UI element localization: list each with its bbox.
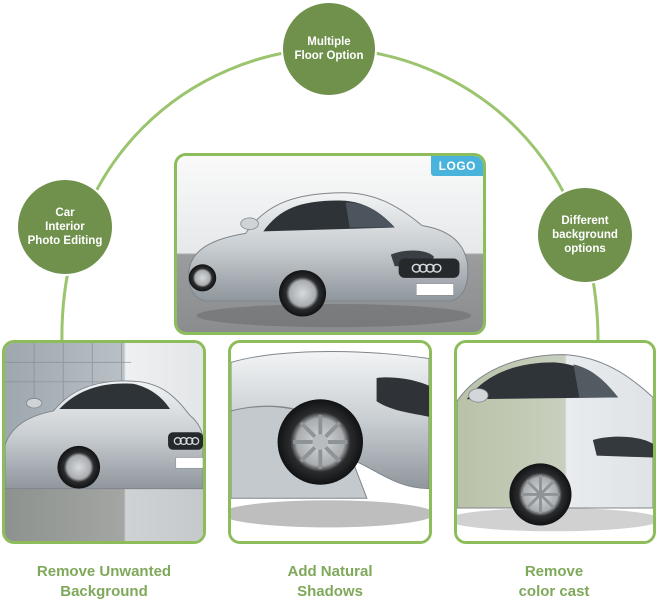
add-shadows-photo	[228, 340, 432, 544]
logo-badge: LOGO	[430, 156, 483, 176]
caption-remove-unwanted-background: Remove Unwanted Background	[36, 563, 172, 600]
main-car-photo: LOGO	[174, 153, 486, 335]
bubble-multiple-floor-option: Multiple Floor Option	[283, 3, 375, 95]
caption-add-natural-shadows: Add Natural Shadows	[287, 563, 373, 600]
bubble-different-background-options: Different background options	[538, 188, 632, 282]
remove-background-photo	[2, 340, 206, 544]
remove-color-cast-photo	[454, 340, 656, 544]
bubble-car-interior-photo-editing: Car Interior Photo Editing	[18, 180, 112, 274]
caption-remove-color-cast: Remove color cast	[518, 563, 590, 600]
